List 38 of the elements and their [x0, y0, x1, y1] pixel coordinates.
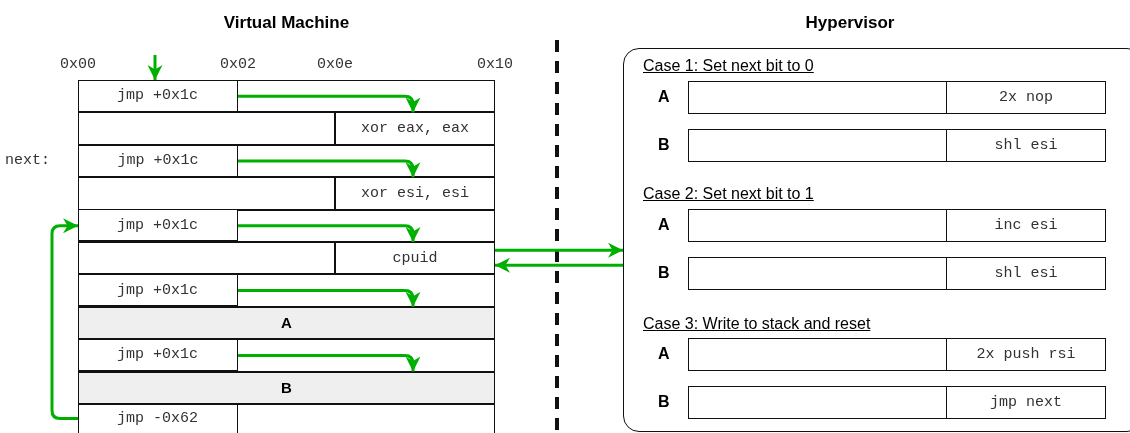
empty-cell — [78, 339, 495, 372]
payload-cell: A — [78, 306, 495, 340]
code-cell: jmp +0x1c — [77, 338, 238, 372]
payload-cell: B — [78, 371, 495, 404]
arrow — [238, 94, 421, 113]
arrow — [495, 257, 623, 273]
arrow — [147, 55, 163, 80]
code-cell: xor esi, esi — [335, 177, 495, 210]
row-label: A — [658, 88, 670, 106]
address-label: 0x00 — [59, 56, 97, 73]
row-label: B — [658, 393, 670, 411]
address-label: next: — [5, 151, 50, 169]
arrow — [238, 353, 421, 372]
code-cell: cpuid — [335, 242, 495, 275]
empty-cell — [78, 80, 495, 113]
case-heading: Case 2: Set next bit to 1 — [643, 185, 814, 203]
arrow — [238, 159, 421, 178]
code-cell: xor eax, eax — [335, 112, 495, 145]
section-title: Virtual Machine — [222, 13, 351, 33]
row-label: A — [658, 216, 670, 234]
row-label: A — [658, 345, 670, 363]
section-title: Hypervisor — [804, 13, 896, 33]
arrow — [495, 242, 623, 258]
row-label: B — [658, 136, 670, 154]
case-heading: Case 1: Set next bit to 0 — [643, 57, 814, 75]
code-cell: jmp +0x1c — [77, 209, 238, 242]
address-label: 0x02 — [219, 56, 257, 73]
case-heading: Case 3: Write to stack and reset — [643, 315, 871, 333]
arrow — [238, 289, 421, 307]
empty-cell — [78, 209, 495, 242]
code-cell: jmp +0x1c — [77, 273, 238, 307]
arrow — [238, 224, 421, 242]
row-label: B — [658, 264, 670, 282]
address-label: 0x10 — [476, 56, 514, 73]
arrow — [50, 218, 78, 420]
address-label: 0x0e — [316, 56, 354, 73]
empty-cell — [78, 274, 495, 307]
empty-cell — [78, 404, 495, 433]
